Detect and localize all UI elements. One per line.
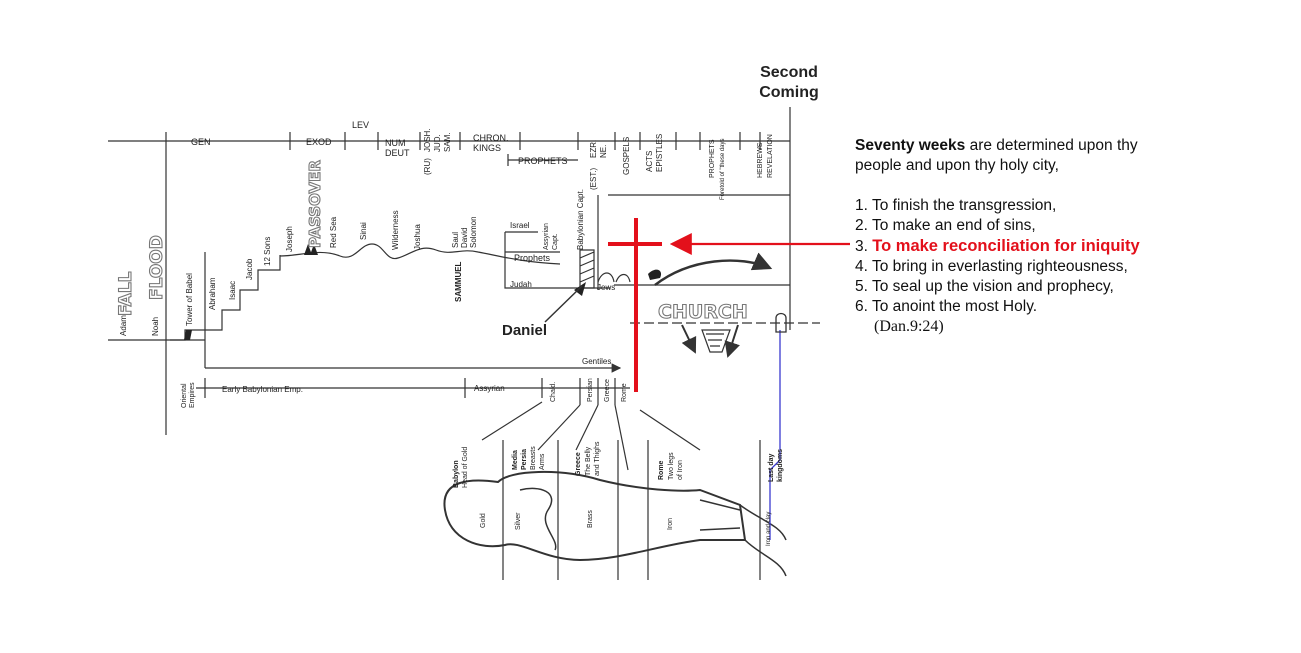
red-cross [608,218,850,392]
label-empires: Empires [189,382,196,408]
book-epistles: EPISTLES [655,134,664,172]
book-prophets: PROPHETS [518,156,568,166]
book-jud: JUD. [433,134,442,152]
verse-panel: Seventy weeks are determined upon thy pe… [855,136,1295,337]
book-ne: NE. [599,145,608,158]
verse-item-3: 3. To make reconciliation for iniquity [855,237,1140,255]
book-hebrews: HEBREWS [757,142,764,178]
label-persian: Persian [587,378,594,402]
label-gentiles: Gentiles [582,357,611,366]
label-saul: Saul [451,232,460,248]
verse-intro-bold: Seventy weeks [855,137,966,154]
label-david: David [460,228,469,248]
passover-label: PASSOVER [306,160,324,248]
verse-item-4: 4. To bring in everlasting righteousness… [855,258,1128,275]
label-joshua: Joshua [413,224,422,250]
label-babylonian-capt: Babylonian Capt. [576,189,585,250]
label-sinai: Sinai [359,222,368,240]
label-judah: Judah [510,280,532,289]
label-joseph: Joseph [285,226,294,252]
book-lev: LEV [352,120,369,130]
label-early-babylonian: Early Babylonian Emp. [222,385,303,394]
book-prophets-foretold: PROPHETS [709,139,716,178]
verse-item-2: 2. To make an end of sins, [855,217,1036,234]
church-label: CHURCH [658,301,748,323]
statue-arms: Arms [539,453,546,470]
verse-item-5: 5. To seal up the vision and prophecy, [855,278,1114,295]
label-red-sea: Red Sea [329,216,338,248]
statue-gold: Gold [480,513,487,528]
statue-kingdoms: kingdoms [777,449,784,482]
statue-persia: Persia [521,449,528,470]
label-greece: Greece [604,379,611,402]
label-jacob: Jacob [245,258,254,280]
statue-iron: Iron [667,518,674,530]
book-ezr: EZR. [589,140,598,158]
statue-thighs: and Thighs [594,441,601,476]
statue-silver: Silver [515,512,522,530]
statue-brass: Brass [587,510,594,528]
statue-last-day: Last day [768,453,775,482]
statue-belly: The Belly [585,446,592,476]
label-wilderness: Wilderness [391,210,400,250]
book-sam: SAM. [443,132,452,152]
book-gen: GEN [191,137,211,147]
second-coming-line1: Second [760,64,818,81]
daniel-label: Daniel [502,322,547,339]
label-tower-of-babel: Tower of Babel [185,273,194,326]
label-abraham: Abraham [208,277,217,310]
book-revelation: REVELATION [767,134,774,178]
fall-label: FALL [116,271,136,316]
label-chald: Chald. [550,382,557,402]
verse-intro-line2: people and upon thy holy city, [855,157,1059,174]
statue-iron-and-clay: Iron and clay [766,512,772,546]
label-adam: Adam [119,315,128,336]
verse-intro: Seventy weeks are determined upon thy [855,136,1295,156]
statue-babylon: Babylon [453,460,460,488]
verse-intro-rest: are determined upon thy [965,137,1138,154]
label-assyrian: Assyrian [474,384,505,393]
statue-greece: Greece [575,452,582,476]
statue-two-legs: Two legs [668,452,675,480]
statue-media: Media [512,450,519,470]
verse-reference: (Dan.9:24) [874,318,944,335]
label-12-sons: 12 Sons [263,237,272,266]
label-prophets-mid: Prophets [514,253,551,263]
label-isaac: Isaac [228,281,237,300]
statue-of-iron: of Iron [677,460,684,480]
book-chron: CHRON. [473,133,509,143]
verse-item-6: 6. To anoint the most Holy. [855,298,1038,315]
label-rome: Rome [621,383,628,402]
label-sammuel: SAMMUEL [454,261,463,302]
book-acts: ACTS [645,151,654,172]
book-deut: DEUT [385,148,410,158]
verse-item-1: 1. To finish the transgression, [855,197,1057,214]
book-est: (EST.) [589,167,598,190]
statue-head-of-gold: Head of Gold [462,447,469,488]
book-kings: KINGS [473,143,501,153]
verse-highlight: To make reconciliation for iniquity [872,237,1140,255]
book-ru: (RU) [423,158,432,175]
statue-breasts: Breasts [530,446,537,470]
label-noah: Noah [151,317,160,336]
second-coming-line2: Coming [759,84,819,101]
statue-rome: Rome [658,460,665,480]
label-jews: Jews [597,283,615,292]
label-israel: Israel [510,221,530,230]
flood-label: FLOOD [147,235,167,300]
label-assyrian-capt: Assyrian [543,223,550,250]
book-foretold-note: Foretold of "these days [720,139,726,201]
label-oriental: Oriental [181,383,188,408]
label-solomon: Solomon [469,216,478,248]
label-assyrian-capt2: Capt. [552,233,559,250]
book-josh: JOSH. [423,128,432,152]
book-exod: EXOD [306,137,332,147]
book-num: NUM [385,138,406,148]
verse-list: 1. To finish the transgression, 2. To ma… [855,196,1295,317]
book-gospels: GOSPELS [622,137,631,175]
